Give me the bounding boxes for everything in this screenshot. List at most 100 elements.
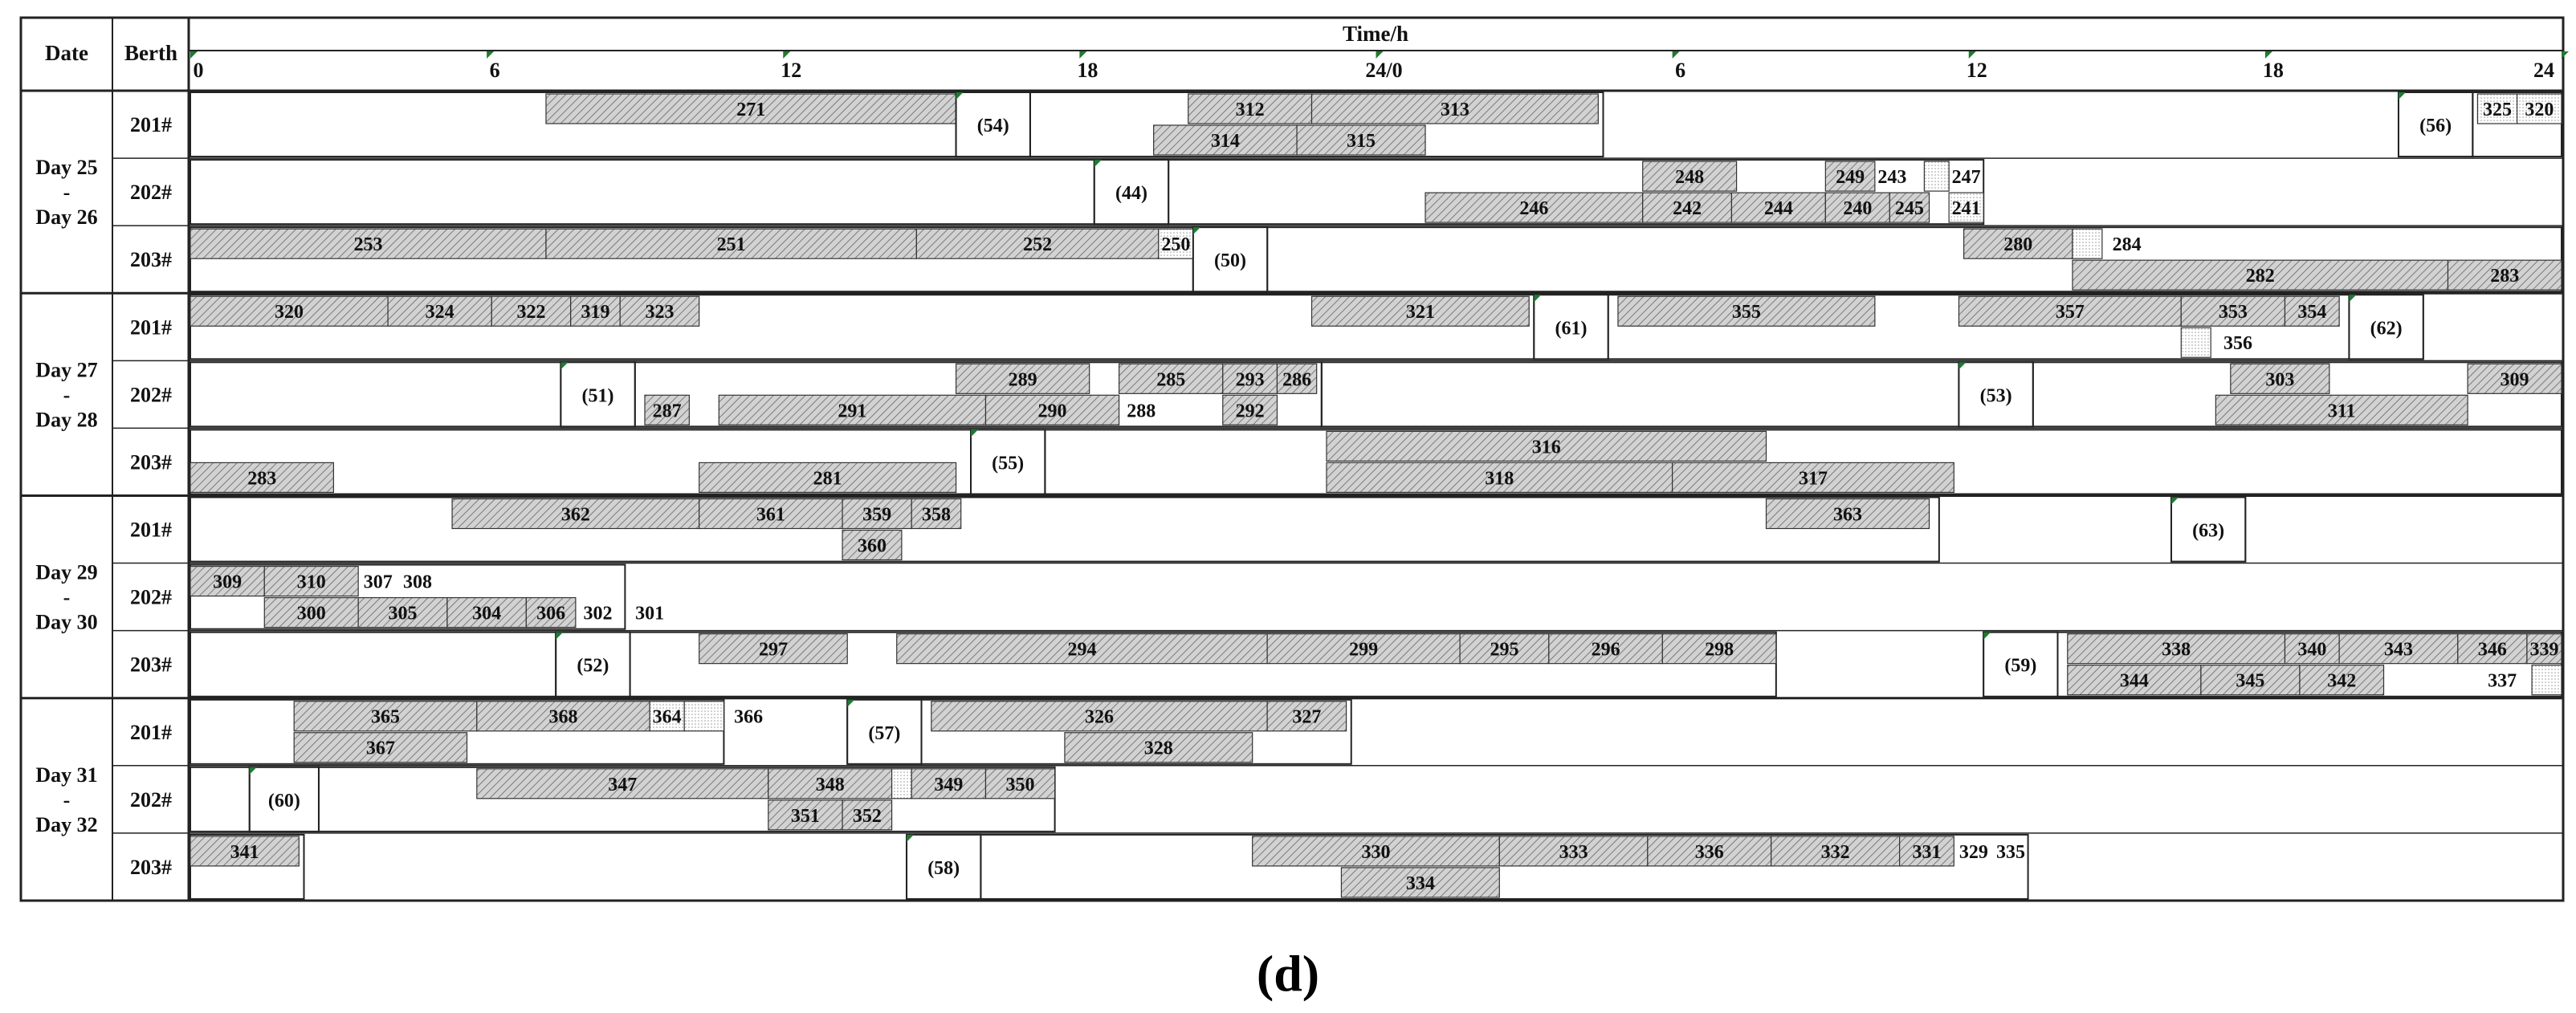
berth-label: 201#	[130, 113, 172, 136]
start-flag-icon	[190, 51, 198, 59]
vessel-bar	[1889, 192, 1930, 223]
vessel-label: 360	[858, 535, 887, 556]
vessel-bar	[1326, 462, 1673, 494]
vessel-label: 316	[1532, 437, 1561, 458]
maintenance-label: (55)	[992, 453, 1024, 474]
vessel-label: 345	[2236, 671, 2264, 692]
maintenance-label: (50)	[1214, 250, 1246, 271]
maintenance-box	[1533, 294, 1609, 360]
vessel-label: 337	[2488, 671, 2517, 692]
vessel-bar-dotted	[683, 701, 725, 732]
vessel-label: 355	[1732, 302, 1761, 323]
vessel-label: 290	[1038, 401, 1067, 421]
vessel-label: 315	[1347, 131, 1376, 152]
vessel-label: 363	[1833, 504, 1862, 525]
vessel-label: 286	[1282, 369, 1311, 390]
vessel-label: 297	[759, 640, 788, 661]
vessel-label: 327	[1292, 707, 1321, 728]
vessel-label: 361	[756, 504, 785, 525]
vessel-bar	[1617, 295, 1876, 327]
day-start-label: Day 25	[35, 156, 97, 179]
vessel-label: 338	[2162, 640, 2191, 661]
start-flag-icon	[1079, 51, 1087, 59]
maintenance-box	[970, 429, 1046, 495]
vessel-bar	[451, 498, 700, 530]
vessel-bar	[1642, 161, 1738, 192]
vessel-bar	[2200, 665, 2301, 696]
vessel-label: 287	[653, 401, 682, 421]
vessel-label: 293	[1236, 369, 1265, 390]
tick-label: 18	[1077, 59, 1098, 82]
start-flag-icon	[560, 362, 569, 370]
berth-label: 201#	[130, 315, 172, 339]
berth-window	[190, 361, 562, 428]
vessel-label: 359	[862, 504, 891, 525]
vessel-label: 357	[2056, 302, 2085, 323]
vessel-label: 339	[2529, 640, 2558, 661]
vessel-bar	[1222, 394, 1278, 425]
vessel-label: 299	[1349, 640, 1378, 661]
vessel-label: 325	[2483, 100, 2512, 120]
vessel-label: 311	[2328, 401, 2356, 421]
maintenance-box	[1958, 361, 2034, 428]
day-range-dash: -	[63, 586, 71, 609]
start-flag-icon	[2562, 51, 2569, 59]
vessel-bar	[2284, 633, 2340, 665]
vessel-bar	[570, 295, 621, 327]
day-end-label: Day 28	[35, 408, 97, 431]
vessel-label: 314	[1211, 131, 1240, 152]
vessel-label: 250	[1161, 234, 1190, 255]
vessel-bar	[1824, 192, 1890, 223]
start-flag-icon	[1094, 160, 1102, 168]
maintenance-box	[2348, 294, 2424, 360]
maintenance-box	[1983, 631, 2059, 698]
vessel-bar	[1310, 93, 1599, 124]
vessel-bar	[1222, 363, 1278, 394]
vessel-label: 341	[230, 842, 259, 863]
vessel-bar	[190, 295, 389, 327]
vessel-bar	[1672, 462, 1954, 494]
vessel-label: 242	[1673, 198, 1702, 219]
vessel-label: 336	[1695, 842, 1724, 863]
vessel-bar	[1459, 633, 1550, 665]
vessel-bar	[2457, 633, 2528, 665]
tick-label: 6	[490, 59, 500, 82]
vessel-bar	[2067, 665, 2202, 696]
vessel-label: 312	[1236, 100, 1265, 120]
vessel-label: 247	[1952, 167, 1981, 188]
vessel-bar	[1824, 161, 1876, 192]
day-range-dash: -	[63, 383, 71, 406]
vessel-label: 249	[1836, 167, 1865, 188]
vessel-label: 329	[1959, 842, 1988, 863]
vessel-bar	[190, 565, 265, 597]
vessel-label: 347	[608, 775, 637, 795]
berth-column-header: Berth	[124, 41, 177, 65]
maintenance-box	[1093, 159, 1170, 226]
start-flag-icon	[1968, 51, 1976, 59]
vessel-label: 320	[275, 302, 304, 323]
day-range-dash: -	[63, 181, 71, 204]
berth-window	[1320, 361, 1960, 428]
vessel-bar	[1153, 124, 1298, 156]
berth-window	[190, 698, 725, 765]
vessel-bar	[1296, 124, 1426, 156]
vessel-label: 328	[1144, 738, 1173, 759]
vessel-label: 309	[2501, 369, 2529, 390]
maintenance-label: (53)	[1980, 385, 2012, 406]
day-group: Day 25-Day 26	[35, 156, 97, 229]
vessel-bar	[190, 228, 547, 259]
vessel-bar	[476, 701, 650, 732]
vessel-label: 365	[371, 707, 400, 728]
vessel-bar	[2072, 259, 2449, 291]
vessel-label: 348	[816, 775, 845, 795]
tick-label: 24	[2533, 59, 2554, 82]
vessel-label: 340	[2297, 640, 2326, 661]
